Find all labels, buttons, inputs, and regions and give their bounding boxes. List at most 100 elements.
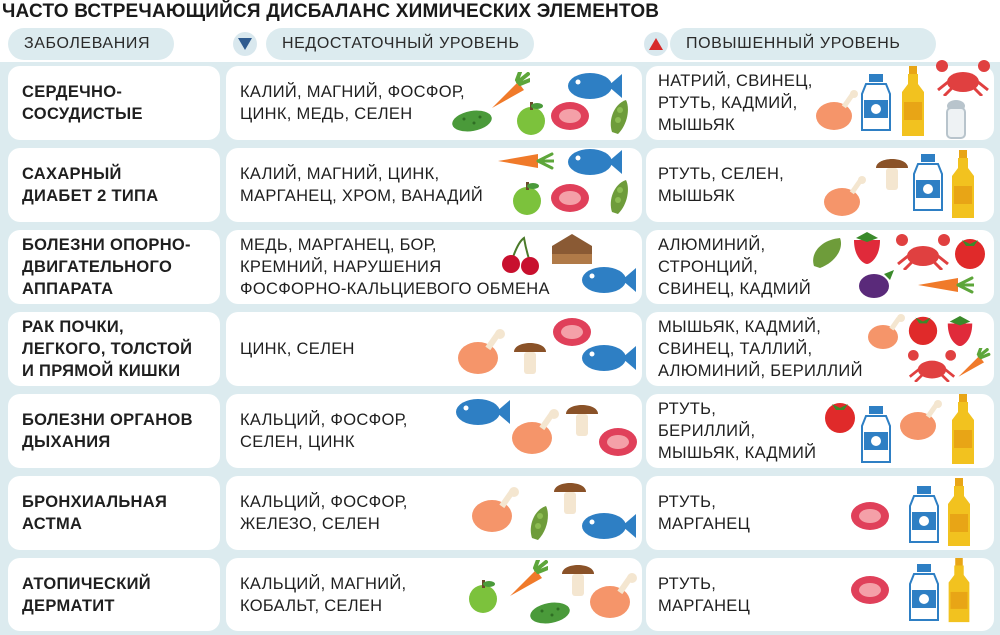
disease-cell: БРОНХИАЛЬНАЯ АСТМА: [8, 476, 220, 550]
elevated-elements: АЛЮМИНИЙ, СТРОНЦИЙ, СВИНЕЦ, КАДМИЙ: [658, 236, 812, 298]
deficient-elements: КАЛЬЦИЙ, ФОСФОР, СЕЛЕН, ЦИНК: [240, 411, 408, 451]
deficient-elements: КАЛИЙ, МАГНИЙ, ЦИНК, МАРГАНЕЦ, ХРОМ, ВАН…: [240, 165, 484, 205]
carrot-icon: [506, 560, 548, 600]
deficient-cell: ЦИНК, СЕЛЕН: [226, 312, 642, 386]
carrot-icon: [952, 348, 992, 380]
fish-icon: [566, 70, 622, 102]
disease-cell: БОЛЕЗНИ ОПОРНО- ДВИГАТЕЛЬНОГО АППАРАТА: [8, 230, 220, 304]
crab-icon: [936, 60, 990, 96]
meat-icon: [850, 500, 890, 532]
deficient-elements: МЕДЬ, МАРГАНЕЦ, БОР, КРЕМНИЙ, НАРУШЕНИЯ …: [240, 236, 550, 298]
deficient-cell: КАЛЬЦИЙ, МАГНИЙ, КОБАЛЬТ, СЕЛЕН: [226, 558, 642, 631]
apple-icon: [514, 100, 548, 136]
cucumber-icon: [528, 600, 572, 626]
disease-label: СЕРДЕЧНО- СОСУДИСТЫЕ: [22, 83, 143, 123]
mushroom-icon: [564, 398, 600, 438]
disease-cell: РАК ПОЧКИ, ЛЕГКОГО, ТОЛСТОЙ И ПРЯМОЙ КИШ…: [8, 312, 220, 386]
tomato-icon: [822, 398, 858, 434]
mushroom-icon: [512, 336, 548, 376]
oil-bottle-icon: [950, 150, 976, 220]
elevated-cell: МЫШЬЯК, КАДМИЙ, СВИНЕЦ, ТАЛЛИЙ, АЛЮМИНИЙ…: [646, 312, 994, 386]
beans-icon: [606, 96, 634, 136]
salt-shaker-icon: [944, 100, 968, 140]
deficient-elements: КАЛЬЦИЙ, МАГНИЙ, КОБАЛЬТ, СЕЛЕН: [240, 574, 407, 615]
cucumber-icon: [450, 108, 494, 134]
chicken-leg-icon: [814, 88, 860, 132]
page-title: ЧАСТО ВСТРЕЧАЮЩИЙСЯ ДИСБАЛАНС ХИМИЧЕСКИХ…: [2, 1, 660, 22]
fish-icon: [580, 510, 636, 542]
beans-icon: [810, 234, 846, 270]
elevated-elements: МЫШЬЯК, КАДМИЙ, СВИНЕЦ, ТАЛЛИЙ, АЛЮМИНИЙ…: [658, 318, 863, 380]
disease-label: БОЛЕЗНИ ОРГАНОВ ДЫХАНИЯ: [22, 411, 193, 451]
fish-icon: [566, 146, 622, 178]
milk-bottle-icon: [860, 74, 892, 132]
apple-icon: [510, 178, 544, 216]
meat-icon: [552, 316, 592, 348]
disease-cell: СЕРДЕЧНО- СОСУДИСТЫЕ: [8, 66, 220, 140]
strawberry-icon: [850, 230, 884, 266]
disease-label: БОЛЕЗНИ ОПОРНО- ДВИГАТЕЛЬНОГО АППАРАТА: [22, 236, 191, 298]
deficient-elements: КАЛИЙ, МАГНИЙ, ФОСФОР, ЦИНК, МЕДЬ, СЕЛЕН: [240, 83, 465, 123]
meat-icon: [550, 182, 590, 214]
disease-label: АТОПИЧЕСКИЙ ДЕРМАТИТ: [22, 574, 151, 615]
deficient-cell: МЕДЬ, МАРГАНЕЦ, БОР, КРЕМНИЙ, НАРУШЕНИЯ …: [226, 230, 642, 304]
crab-icon: [896, 234, 950, 270]
deficient-elements: КАЛЬЦИЙ, ФОСФОР, ЖЕЛЕЗО, СЕЛЕН: [240, 493, 408, 533]
meat-icon: [550, 100, 590, 132]
mushroom-icon: [874, 152, 910, 192]
disease-cell: САХАРНЫЙ ДИАБЕТ 2 ТИПА: [8, 148, 220, 222]
elevated-elements: РТУТЬ, МАРГАНЕЦ: [658, 493, 751, 533]
eggplant-icon: [858, 268, 896, 300]
chicken-leg-icon: [456, 328, 506, 376]
chicken-leg-icon: [588, 572, 638, 620]
elevated-cell: РТУТЬ, МАРГАНЕЦ: [646, 476, 994, 550]
oil-bottle-icon: [946, 478, 972, 548]
deficient-cell: КАЛЬЦИЙ, ФОСФОР, ЖЕЛЕЗО, СЕЛЕН: [226, 476, 642, 550]
deficient-cell: КАЛЬЦИЙ, ФОСФОР, СЕЛЕН, ЦИНК: [226, 394, 642, 468]
up-triangle-icon: [644, 32, 668, 56]
beans-icon: [526, 502, 554, 542]
crab-icon: [908, 350, 956, 382]
carrot-icon: [498, 150, 554, 172]
elevated-cell: РТУТЬ, МАРГАНЕЦ: [646, 558, 994, 631]
elevated-elements: РТУТЬ, СЕЛЕН, МЫШЬЯК: [658, 165, 785, 205]
chicken-leg-icon: [866, 314, 906, 350]
header-deficient-level: НЕДОСТАТОЧНЫЙ УРОВЕНЬ: [266, 28, 534, 60]
meat-icon: [598, 426, 638, 458]
disease-label: БРОНХИАЛЬНАЯ АСТМА: [22, 493, 168, 533]
disease-label: РАК ПОЧКИ, ЛЕГКОГО, ТОЛСТОЙ И ПРЯМОЙ КИШ…: [22, 318, 193, 380]
chicken-leg-icon: [898, 398, 944, 442]
elevated-cell: РТУТЬ, БЕРИЛЛИЙ, МЫШЬЯК, КАДМИЙ: [646, 394, 994, 468]
oil-bottle-icon: [946, 558, 972, 624]
tomato-icon: [952, 234, 988, 270]
milk-bottle-icon: [908, 564, 940, 622]
milk-bottle-icon: [908, 486, 940, 544]
fish-icon: [454, 396, 510, 428]
elevated-cell: НАТРИЙ, СВИНЕЦ, РТУТЬ, КАДМИЙ, МЫШЬЯК: [646, 60, 994, 140]
carrot-icon: [918, 274, 974, 296]
fish-icon: [580, 264, 636, 296]
elevated-cell: РТУТЬ, СЕЛЕН, МЫШЬЯК: [646, 148, 994, 222]
disease-cell: АТОПИЧЕСКИЙ ДЕРМАТИТ: [8, 558, 220, 631]
chicken-leg-icon: [470, 486, 520, 534]
elevated-cell: АЛЮМИНИЙ, СТРОНЦИЙ, СВИНЕЦ, КАДМИЙ: [646, 230, 994, 304]
elevated-elements: НАТРИЙ, СВИНЕЦ, РТУТЬ, КАДМИЙ, МЫШЬЯК: [658, 72, 813, 134]
chicken-leg-icon: [822, 174, 868, 218]
oil-bottle-icon: [950, 394, 976, 466]
meat-icon: [850, 574, 890, 606]
elevated-elements: РТУТЬ, МАРГАНЕЦ: [658, 574, 751, 615]
mushroom-icon: [552, 476, 588, 516]
fish-icon: [580, 342, 636, 374]
deficient-cell: КАЛИЙ, МАГНИЙ, ФОСФОР, ЦИНК, МЕДЬ, СЕЛЕН: [226, 66, 642, 140]
chicken-leg-icon: [510, 408, 560, 456]
strawberry-icon: [944, 314, 976, 348]
deficient-cell: КАЛИЙ, МАГНИЙ, ЦИНК, МАРГАНЕЦ, ХРОМ, ВАН…: [226, 148, 642, 222]
apple-icon: [466, 576, 500, 614]
milk-bottle-icon: [912, 154, 944, 212]
elevated-elements: РТУТЬ, БЕРИЛЛИЙ, МЫШЬЯК, КАДМИЙ: [658, 400, 817, 462]
oil-bottle-icon: [900, 66, 926, 138]
disease-cell: БОЛЕЗНИ ОРГАНОВ ДЫХАНИЯ: [8, 394, 220, 468]
disease-label: САХАРНЫЙ ДИАБЕТ 2 ТИПА: [22, 165, 159, 205]
mushroom-icon: [560, 558, 596, 598]
beans-icon: [606, 176, 634, 216]
